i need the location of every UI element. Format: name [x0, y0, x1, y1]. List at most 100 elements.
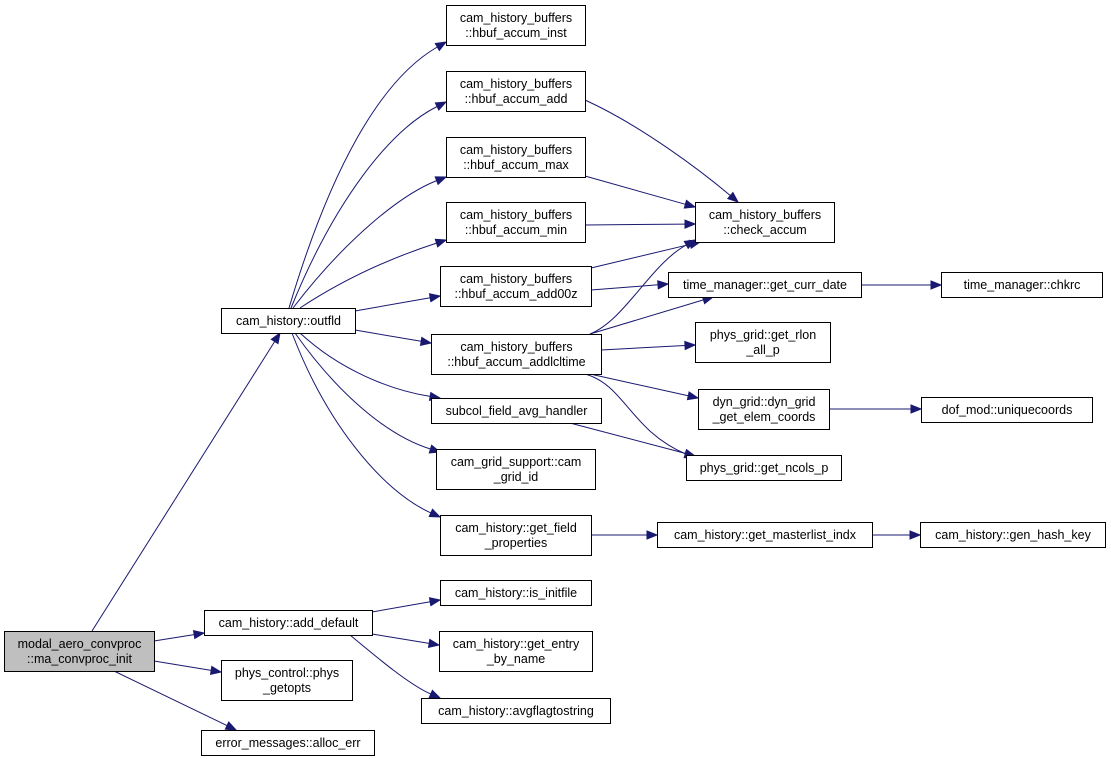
edge-outfld-to-hbuf_accum_add: [290, 101, 448, 309]
node-phys-getopts[interactable]: phys_control::phys_getopts: [221, 660, 353, 701]
node-box: [440, 266, 592, 307]
arrowhead: [909, 530, 922, 540]
node-label: ::hbuf_accum_add00z: [454, 287, 577, 301]
edge-outfld-to-hbuf_accum_max: [292, 176, 448, 309]
node-hbuf-accum-addlcltime[interactable]: cam_history_buffers::hbuf_accum_addlclti…: [431, 334, 602, 375]
arrowhead: [657, 280, 670, 290]
node-cam-grid-id[interactable]: cam_grid_support::cam_grid_id: [436, 449, 596, 490]
node-hbuf-accum-max[interactable]: cam_history_buffers::hbuf_accum_max: [446, 137, 586, 178]
edge-line: [113, 670, 228, 727]
node-add-default[interactable]: cam_history::add_default: [204, 610, 373, 636]
edge-line: [584, 175, 686, 205]
node-label: ::hbuf_accum_addlcltime: [447, 355, 585, 369]
node-label: ::ma_convproc_init: [27, 652, 132, 666]
node-hbuf-accum-min[interactable]: cam_history_buffers::hbuf_accum_min: [446, 202, 586, 243]
edge-line: [371, 633, 430, 644]
edge-hbuf_accum_add00z-to-check_accum: [590, 239, 702, 269]
node-get-entry-by-name[interactable]: cam_history::get_entry_by_name: [439, 631, 593, 672]
node-box: [439, 631, 593, 672]
node-hbuf-accum-add00z[interactable]: cam_history_buffers::hbuf_accum_add00z: [440, 266, 592, 307]
node-alloc-err[interactable]: error_messages::alloc_err: [201, 730, 375, 756]
edge-line: [291, 332, 432, 514]
node-label: error_messages::alloc_err: [215, 736, 360, 750]
edge-line: [294, 332, 431, 450]
node-label: phys_grid::get_rlon: [710, 328, 816, 342]
arrowhead: [684, 340, 697, 351]
node-outfld[interactable]: cam_history::outfld: [221, 308, 356, 334]
edge-line: [590, 243, 691, 269]
arrowhead: [270, 331, 281, 345]
edge-add_default-to-avgflagtostring: [349, 634, 442, 699]
edge-get_curr_date-to-chkrc: [861, 280, 943, 290]
node-box: [440, 515, 592, 556]
edge-dyn_grid_get_elem_coords-to-uniquecoords: [829, 404, 923, 414]
node-box: [921, 397, 1093, 423]
node-box: [446, 202, 586, 243]
node-label: modal_aero_convproc: [18, 637, 142, 651]
edge-line: [153, 660, 212, 671]
node-label: time_manager::get_curr_date: [683, 278, 847, 292]
node-label: cam_history_buffers: [460, 272, 572, 286]
node-subcol-field-avg-handler[interactable]: subcol_field_avg_handler: [431, 398, 602, 424]
node-root[interactable]: modal_aero_convproc::ma_convproc_init: [4, 631, 155, 672]
edge-line: [584, 373, 686, 455]
node-box: [920, 522, 1106, 548]
node-get-field-properties[interactable]: cam_history::get_field_properties: [440, 515, 592, 556]
arrowhead: [428, 508, 442, 518]
edge-outfld-to-hbuf_accum_add00z: [354, 293, 442, 312]
node-box: [668, 272, 862, 298]
node-box: [695, 202, 835, 243]
node-label: ::hbuf_accum_min: [465, 223, 567, 237]
arrowhead: [434, 176, 448, 186]
arrowhead: [428, 597, 442, 607]
node-get-masterlist-indx[interactable]: cam_history::get_masterlist_indx: [657, 522, 873, 548]
edge-hbuf_accum_addlcltime-to-check_accum: [589, 239, 697, 335]
arrowhead: [683, 239, 697, 250]
node-get-ncols-p[interactable]: phys_grid::get_ncols_p: [686, 455, 842, 481]
node-label: _properties: [484, 536, 548, 550]
edge-outfld-to-get_field_properties: [291, 332, 442, 518]
edge-root-to-add_default: [153, 629, 206, 642]
edge-line: [569, 422, 686, 454]
node-get-rlon-all-p[interactable]: phys_grid::get_rlon_all_p: [695, 322, 831, 363]
node-label: _getopts: [262, 681, 311, 695]
edge-get_masterlist_indx-to-gen_hash_key: [872, 530, 922, 540]
node-label: cam_history::get_entry: [453, 637, 580, 651]
node-box: [695, 322, 831, 363]
node-hbuf-accum-inst[interactable]: cam_history_buffers::hbuf_accum_inst: [446, 5, 586, 46]
node-is-initfile[interactable]: cam_history::is_initfile: [440, 580, 592, 606]
edge-hbuf_accum_add-to-check_accum: [584, 99, 740, 203]
node-chkrc[interactable]: time_manager::chkrc: [941, 272, 1103, 298]
node-dyn-grid-get-elem-coords[interactable]: dyn_grid::dyn_grid_get_elem_coords: [698, 389, 830, 430]
edge-line: [590, 284, 659, 291]
node-box: [440, 580, 592, 606]
node-gen-hash-key[interactable]: cam_history::gen_hash_key: [920, 522, 1106, 548]
arrowhead: [684, 219, 697, 229]
edge-line: [153, 634, 195, 642]
node-box: [698, 389, 830, 430]
node-label: subcol_field_avg_handler: [446, 404, 588, 418]
edge-line: [349, 634, 431, 695]
node-hbuf-accum-add[interactable]: cam_history_buffers::hbuf_accum_add: [446, 71, 586, 112]
arrowhead: [192, 629, 206, 640]
edge-line: [299, 242, 437, 309]
node-get-curr-date[interactable]: time_manager::get_curr_date: [668, 272, 862, 298]
node-label: cam_history_buffers: [460, 143, 572, 157]
node-avgflagtostring[interactable]: cam_history::avgflagtostring: [421, 698, 611, 724]
node-label: cam_history_buffers: [709, 208, 821, 222]
node-label: cam_history::add_default: [219, 616, 359, 630]
edge-line: [290, 106, 438, 309]
node-box: [446, 137, 586, 178]
arrowhead: [910, 404, 923, 414]
node-uniquecoords[interactable]: dof_mod::uniquecoords: [921, 397, 1093, 423]
node-box: [941, 272, 1103, 298]
node-label: _all_p: [745, 343, 779, 357]
arrowhead: [434, 238, 448, 248]
node-label: cam_history_buffers: [460, 340, 572, 354]
edges-layer: [91, 41, 943, 731]
edge-line: [299, 332, 431, 397]
node-label: ::hbuf_accum_add: [465, 92, 568, 106]
node-check-accum[interactable]: cam_history_buffers::check_accum: [695, 202, 835, 243]
edge-line: [91, 341, 276, 632]
node-box: [4, 631, 155, 672]
